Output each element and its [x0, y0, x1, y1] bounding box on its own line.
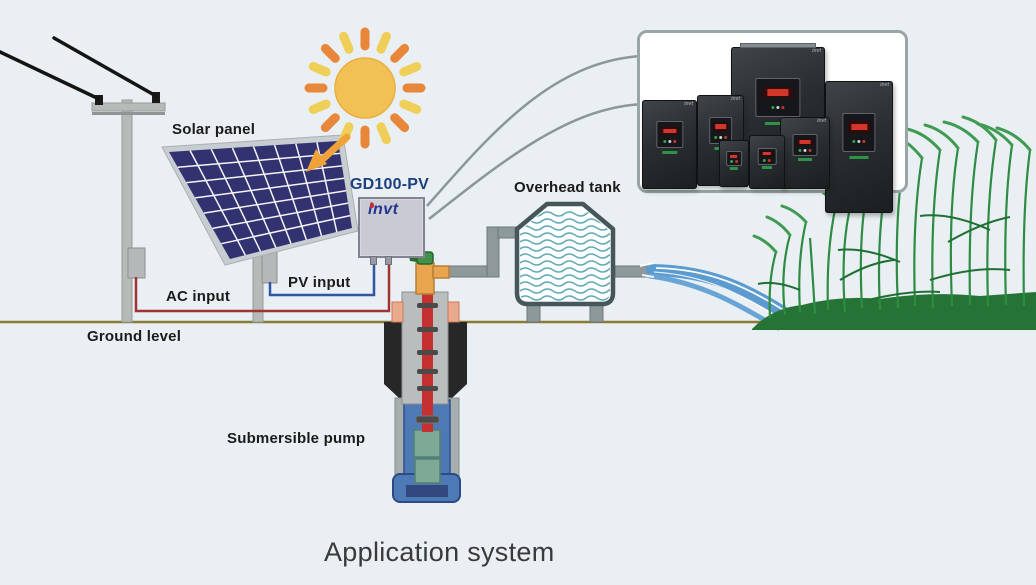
vfd-display — [762, 86, 794, 99]
gd100-pv-inverter: invt — [358, 197, 425, 258]
vfd-keypad — [757, 147, 777, 166]
vfd-model-strip — [849, 156, 869, 160]
vfd-model-strip — [729, 166, 739, 170]
vfd-unit-right: invt — [825, 81, 893, 213]
sun-icon — [304, 27, 426, 149]
invt-logo-small: invt — [731, 96, 740, 102]
vfd-model-strip — [798, 158, 812, 162]
overhead-tank — [514, 201, 616, 323]
invt-logo-small: invt — [684, 101, 693, 107]
pv-input-label: PV input — [288, 274, 351, 291]
vfd-keypad — [755, 78, 801, 118]
utility-pole — [91, 92, 166, 323]
vfd-display — [848, 121, 870, 133]
diagram-caption: Application system — [324, 537, 555, 567]
pipe-clamps — [415, 303, 440, 424]
invt-logo-small: invt — [812, 48, 821, 54]
invt-logo: invt — [368, 202, 398, 218]
overhead-tank-label: Overhead tank — [514, 179, 621, 196]
ac-input-label: AC input — [166, 288, 231, 305]
vfd-display — [712, 122, 729, 131]
vfd-display — [761, 151, 773, 157]
vfd-unit-left: invt — [642, 100, 697, 189]
ac-junction-box — [127, 247, 146, 279]
invt-logo-small: invt — [880, 82, 889, 88]
inset-callout-lines — [426, 54, 646, 220]
mounting-bracket — [740, 43, 816, 48]
inverter-ac-terminal — [385, 256, 392, 265]
invt-logo-red-dot — [369, 203, 374, 208]
vfd-unit-mid: invt — [780, 117, 830, 189]
invt-logo-text: invt — [368, 201, 399, 218]
vfd-unit-small — [719, 140, 749, 187]
reed-plants-icon — [752, 115, 1036, 330]
submersible-pump-label: Submersible pump — [227, 430, 366, 447]
ac-wire — [134, 261, 391, 313]
inverter-model-label: GD100-PV — [350, 176, 429, 193]
vfd-keypad — [708, 116, 733, 145]
vfd-unit-small2 — [749, 135, 785, 189]
vfd-keypad — [655, 121, 684, 149]
arrow-down-left-icon — [306, 133, 351, 172]
solar-panel-label: Solar panel — [172, 121, 256, 138]
vfd-model-strip — [761, 165, 773, 169]
vfd-display — [660, 127, 679, 135]
wellhead-pipe — [415, 262, 435, 295]
inverter-product-inset: invt invt invt invt — [637, 30, 908, 213]
borehole-well — [384, 251, 467, 503]
vfd-keypad — [726, 151, 742, 167]
vfd-keypad — [792, 134, 818, 157]
inverter-pv-terminal — [370, 256, 377, 265]
vfd-display — [796, 138, 814, 146]
pv-wire — [268, 261, 376, 297]
vfd-display — [729, 154, 739, 159]
invt-logo-small: invt — [817, 118, 826, 124]
vfd-model-strip — [661, 150, 678, 154]
ground-level-label: Ground level — [87, 328, 182, 345]
power-lines-icon — [0, 36, 158, 101]
vfd-model-strip — [764, 121, 792, 125]
vfd-keypad — [842, 112, 876, 152]
